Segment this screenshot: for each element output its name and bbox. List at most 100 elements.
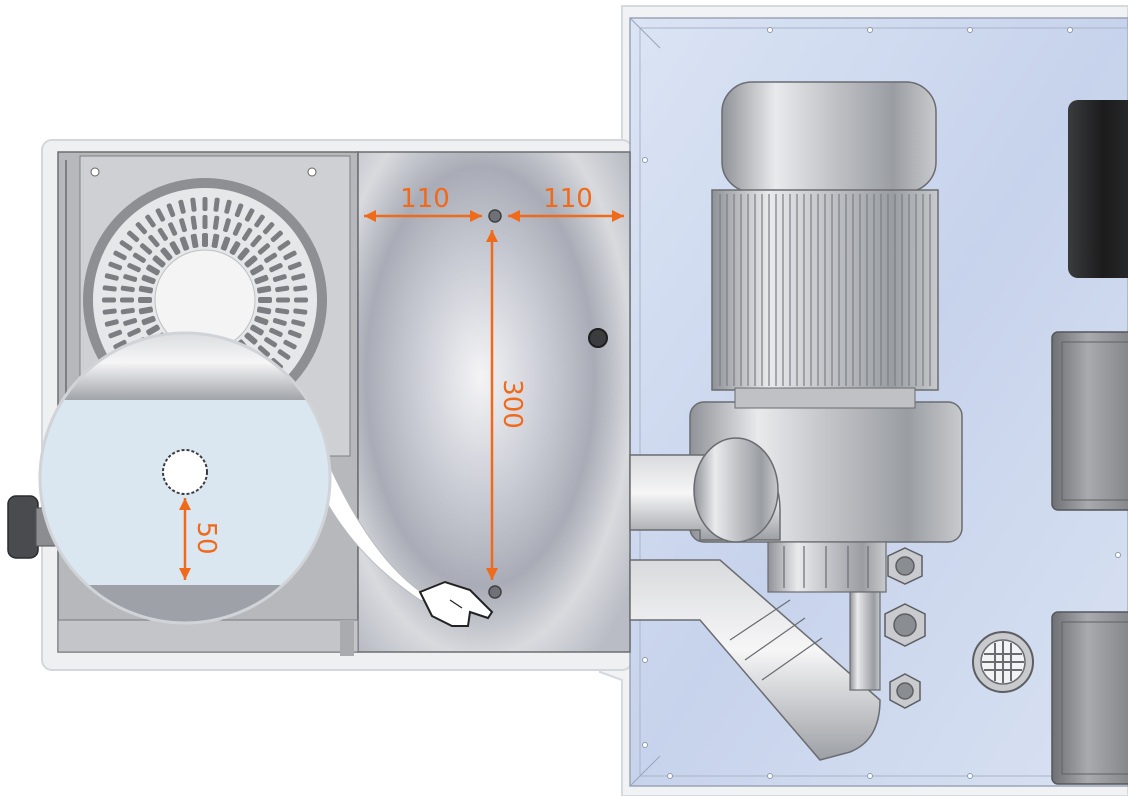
fan-slot	[202, 197, 208, 211]
fan-slot	[269, 327, 283, 337]
fan-slot	[229, 241, 241, 255]
fan-slot	[264, 337, 278, 348]
fan-slot	[244, 332, 258, 345]
fan-slot	[135, 222, 148, 235]
dimension-label-left-gap: 110	[400, 184, 450, 214]
fan-slot	[223, 218, 231, 233]
pipes	[629, 437, 881, 761]
fan-slot	[168, 222, 178, 236]
fan-slot	[104, 319, 119, 327]
fan-slot	[224, 199, 232, 214]
pointing-hand-icon	[418, 580, 494, 627]
fan-slot	[237, 247, 250, 261]
fan-slot	[169, 241, 181, 255]
fan-slot	[272, 274, 287, 282]
fan-slot	[120, 297, 134, 303]
cable-glands	[884, 547, 926, 709]
fan-slot	[123, 274, 138, 282]
fan-slot	[287, 329, 302, 339]
fan-slot	[294, 297, 308, 303]
fan-slot	[102, 297, 116, 303]
dimension-arrow-hole-spacing	[486, 230, 498, 580]
fan-slot	[283, 339, 297, 350]
fan-slot	[127, 230, 140, 243]
dimension-label-right-gap: 110	[543, 184, 593, 214]
fan-slot	[244, 208, 255, 222]
fan-slot	[127, 327, 141, 337]
fan-slot	[108, 261, 123, 271]
fan-slot	[190, 215, 198, 230]
dimension-arrow-left-gap	[364, 210, 482, 222]
fan-slot	[256, 285, 272, 294]
fan-slot	[145, 214, 156, 228]
fan-slot	[102, 285, 117, 292]
fan-slot	[232, 222, 242, 236]
fan-slot	[160, 247, 173, 261]
fan-slot	[102, 308, 117, 315]
fan-slot	[258, 297, 272, 303]
fan-slot	[275, 307, 290, 315]
fan-slot	[146, 324, 160, 336]
fan-slot	[190, 197, 197, 212]
fan-slot	[277, 349, 291, 360]
fan-slot	[254, 315, 269, 326]
fan-slot	[104, 273, 119, 281]
fan-slot	[254, 214, 265, 228]
fan-slot	[179, 218, 187, 233]
fan-slot	[113, 339, 127, 350]
fan-slot	[190, 233, 199, 249]
fan-slot	[141, 315, 156, 326]
fan-slot	[250, 234, 262, 248]
fan-slot	[178, 199, 186, 214]
fan-slot	[244, 255, 258, 268]
fan-slot	[138, 297, 152, 303]
fan-slot	[120, 307, 135, 315]
fan-slot	[119, 240, 133, 251]
fan-slot	[202, 215, 208, 229]
fan-slot	[148, 234, 160, 248]
fan-slot	[262, 222, 275, 235]
fan-slot	[141, 274, 156, 285]
fan-slot	[155, 208, 166, 222]
fan-slot	[250, 264, 264, 276]
fan-slot	[212, 215, 220, 230]
fan-slot	[234, 203, 244, 218]
fan-slot	[138, 285, 154, 294]
fan-slot	[293, 285, 308, 292]
fan-slot	[264, 252, 278, 263]
fan-slot	[127, 263, 141, 273]
fan-slot	[291, 319, 306, 327]
motor-icon	[689, 81, 963, 593]
fan-slot	[113, 250, 127, 261]
fan-slot	[287, 261, 302, 271]
dimension-arrow-right-gap	[508, 210, 624, 222]
fan-slot	[254, 274, 269, 285]
fan-slot	[283, 250, 297, 261]
fan-slot	[220, 236, 231, 251]
fan-slot	[293, 308, 308, 315]
dimension-label-hole-spacing: 300	[497, 379, 527, 429]
fan-slot	[120, 285, 135, 293]
fan-slot	[157, 227, 168, 241]
fan-slot	[179, 236, 190, 251]
fan-slot	[272, 318, 287, 326]
fan-slot	[166, 203, 176, 218]
fan-slot	[257, 345, 271, 357]
fan-slot	[257, 243, 271, 255]
fan-slot	[291, 273, 306, 281]
fan-slot	[250, 324, 264, 336]
fan-slot	[242, 227, 253, 241]
display-box	[1068, 100, 1128, 278]
fan-slot	[108, 329, 123, 339]
fan-slot	[270, 230, 283, 243]
fan-slot	[138, 306, 154, 315]
fan-slot	[202, 233, 208, 247]
side-boxes	[1051, 331, 1128, 785]
fan-slot	[132, 252, 146, 263]
fan-slot	[146, 264, 160, 276]
fan-slot	[213, 197, 220, 212]
fan-slot	[123, 318, 138, 326]
fan-slot	[269, 263, 283, 273]
